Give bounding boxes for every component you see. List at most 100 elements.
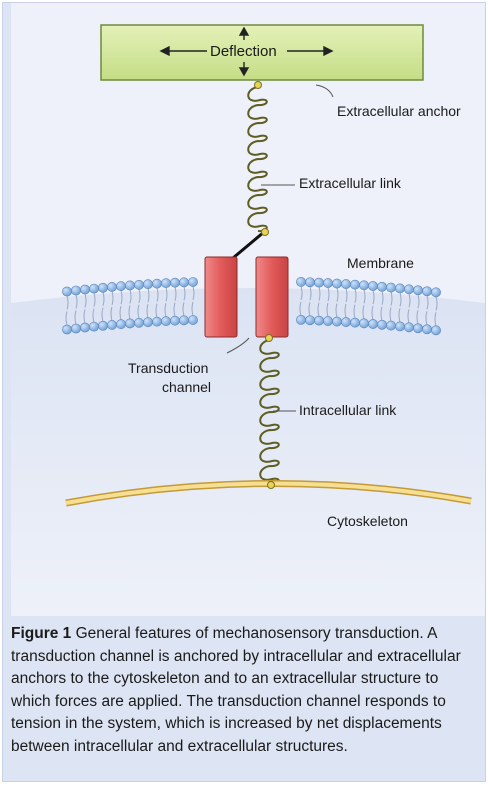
mechanotransduction-diagram: Deflection Extracellular anchor Extracel… (11, 3, 485, 616)
lipid-head (350, 317, 360, 328)
caption-text: General features of mechanosensory trans… (11, 625, 461, 755)
lipid-head (377, 281, 387, 292)
lipid-tails (434, 296, 438, 327)
lipid-tails (74, 294, 78, 325)
membrane-label: Membrane (347, 255, 414, 271)
intracellular-link-spring (259, 339, 280, 486)
lipid-head (386, 282, 396, 293)
lipid-tails (326, 286, 330, 318)
lipid-tails (344, 287, 348, 319)
extracellular-anchor-label: Extracellular anchor (337, 103, 461, 119)
lipid-head (89, 321, 99, 332)
lipid-head (359, 280, 369, 291)
lipid-head (395, 283, 405, 294)
lipid-tails (299, 285, 303, 317)
lipid-head (152, 316, 162, 327)
lipid-head (116, 319, 126, 330)
lipid-tails (155, 287, 159, 318)
lipid-tails (101, 291, 105, 322)
lipid-tails (182, 286, 186, 317)
lipid-head (395, 321, 405, 332)
lipid-head (125, 318, 135, 329)
lipid-tails (407, 293, 411, 324)
figure-number: Figure 1 (11, 625, 72, 642)
lipid-head (413, 323, 423, 334)
lipid-tails (416, 294, 420, 325)
lipid-head (296, 315, 306, 325)
lipid-head (314, 277, 324, 288)
lipid-head (116, 281, 126, 292)
lipid-tails (92, 292, 96, 323)
lipid-head (350, 279, 360, 290)
lipid-head (80, 284, 90, 295)
lipid-head (332, 316, 342, 327)
lipid-head (170, 277, 180, 288)
lipid-head (143, 279, 153, 290)
lipid-head (323, 316, 333, 326)
lipid-tails (146, 288, 150, 319)
lipid-tails (362, 289, 366, 320)
lipid-head (359, 318, 369, 329)
lipid-tails (308, 286, 312, 317)
lipid-head (62, 286, 72, 297)
lipid-head (98, 320, 108, 331)
lipid-tails (380, 290, 384, 321)
lipid-head (89, 283, 99, 294)
lipid-tails (164, 287, 168, 318)
intracellular-link-label: Intracellular link (299, 402, 397, 418)
lipid-head (341, 317, 351, 327)
lipid-head (368, 319, 378, 329)
deflection-label: Deflection (210, 43, 277, 60)
lipid-head (98, 282, 108, 293)
lipid-tails (389, 291, 393, 322)
lipid-head (413, 285, 423, 296)
lipid-head (422, 286, 432, 297)
lipid-head (305, 315, 315, 326)
extracellular-link-spring (247, 86, 268, 233)
lipid-tails (173, 286, 177, 317)
lipid-tails (398, 292, 402, 323)
lipid-head (404, 322, 414, 333)
deflection-arrows (159, 26, 334, 77)
lipid-head (71, 323, 81, 334)
lipid-head (134, 317, 144, 328)
lipid-head (161, 278, 171, 289)
lipid-tails (353, 288, 357, 319)
lipid-head (107, 320, 117, 330)
lipid-head (323, 278, 333, 288)
lipid-tails (317, 286, 321, 317)
lipid-head (377, 319, 387, 330)
lipid-tails (83, 293, 87, 324)
cell-interior (11, 288, 485, 616)
lipid-tails (191, 285, 195, 317)
lipid-head (125, 280, 135, 291)
lipid-head (431, 287, 441, 298)
lipid-head (179, 277, 189, 288)
lipid-bilayer (62, 277, 441, 336)
channel-subunit-left (204, 256, 238, 338)
lipid-tails (371, 289, 375, 321)
channel-gate-link (232, 230, 265, 260)
lipid-head (431, 325, 441, 336)
leader-lines (226, 84, 334, 412)
lipid-head (62, 324, 72, 335)
figure-caption: Figure 1 General features of mechanosens… (11, 623, 481, 758)
lipid-head (188, 277, 198, 287)
lipid-head (179, 315, 189, 326)
lipid-head (422, 324, 432, 335)
lipid-head (143, 317, 153, 328)
lipid-tails (335, 287, 339, 318)
lipid-head (161, 316, 171, 327)
lipid-head (296, 277, 306, 287)
transduction-channel-label-line2: channel (162, 379, 212, 395)
lipid-head (188, 315, 198, 325)
diagram-svg (11, 24, 485, 616)
lipid-tails (110, 290, 114, 322)
lipid-head (170, 315, 180, 326)
lipid-tails (128, 289, 132, 320)
transduction-channel-label-line1: Transduction (128, 360, 209, 376)
attachment-points (254, 81, 275, 489)
lipid-head (341, 279, 351, 289)
lipid-head (404, 284, 414, 295)
